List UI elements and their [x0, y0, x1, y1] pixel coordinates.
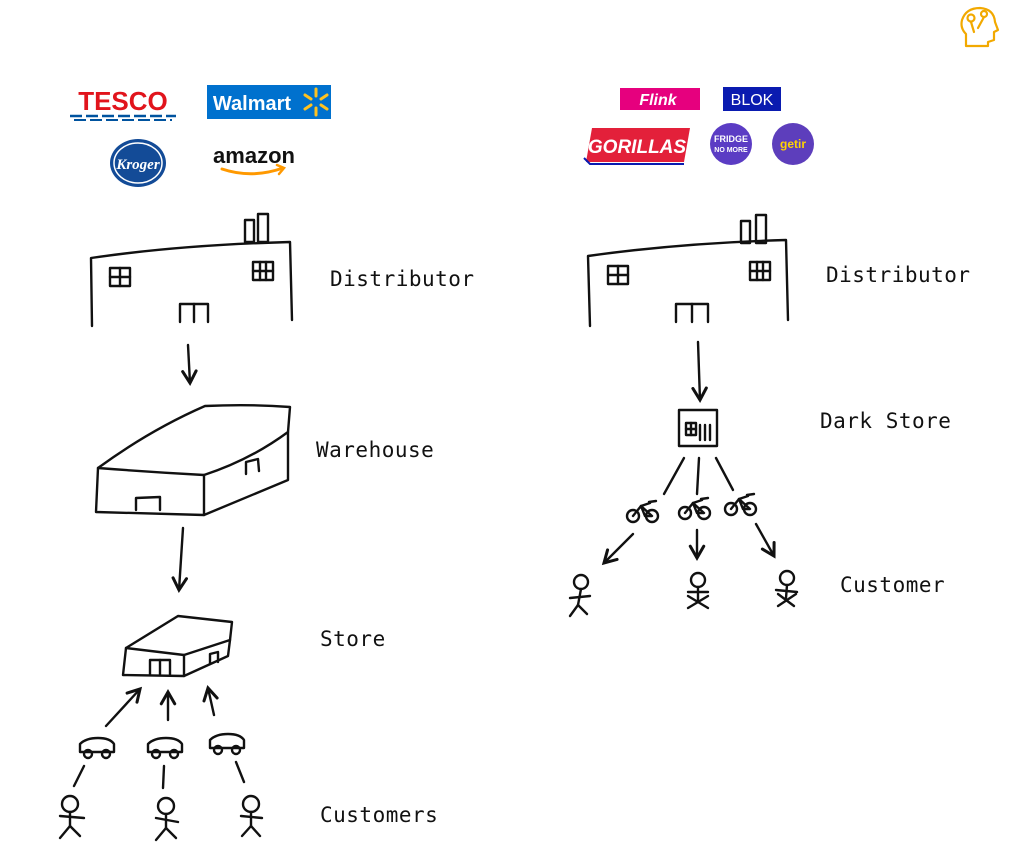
- left-arrow-warehouse-store: [171, 526, 188, 594]
- left-store-label: Store: [320, 627, 386, 651]
- person-icon: [568, 573, 592, 618]
- right-customer-label: Customer: [840, 573, 945, 597]
- left-arrow-car1-store: [104, 686, 143, 728]
- walmart-logo: Walmart: [207, 85, 331, 119]
- car-icon: [78, 736, 116, 760]
- kroger-logo-text: Kroger: [115, 157, 160, 173]
- right-arrow-distributor-darkstore: [691, 340, 708, 404]
- getir-logo: getir: [772, 123, 814, 165]
- right-distributor-label: Distributor: [826, 263, 971, 287]
- right-arrow-bike1-customer: [601, 532, 635, 566]
- right-dark-store-building: [677, 408, 719, 448]
- gorillas-logo-text: GORILLAS: [588, 137, 686, 158]
- left-arrow-car3-store: [202, 685, 219, 717]
- walmart-logo-text: Walmart: [213, 93, 292, 115]
- right-link-darkstore-bike1: [662, 456, 686, 496]
- kroger-logo: Kroger: [110, 139, 166, 187]
- amazon-logo-text: amazon: [213, 143, 295, 168]
- right-dark-store-label: Dark Store: [820, 409, 951, 433]
- person-icon: [774, 569, 799, 608]
- person-icon: [58, 794, 86, 840]
- person-icon: [154, 796, 180, 842]
- left-distributor-label: Distributor: [330, 267, 475, 291]
- tesco-logo-text: TESCO: [78, 86, 168, 116]
- gorillas-logo: GORILLAS: [583, 128, 690, 165]
- idea-head-icon: [960, 6, 1000, 48]
- blok-logo: BLOK: [723, 87, 781, 111]
- left-link-customer2-car: [161, 764, 166, 790]
- bicycle-icon: [625, 499, 660, 524]
- left-link-customer3-car: [234, 760, 246, 784]
- fridge-no-more-logo: FRIDGE NO MORE: [710, 123, 752, 165]
- car-icon: [146, 736, 184, 760]
- tesco-logo: TESCO: [60, 82, 186, 122]
- left-distributor-building: [89, 212, 294, 328]
- left-arrow-distributor-warehouse: [181, 343, 198, 387]
- flink-logo-text: Flink: [639, 92, 677, 109]
- right-distributor-building: [586, 213, 790, 328]
- person-icon: [686, 571, 710, 610]
- right-arrow-bike3-customer: [754, 522, 776, 559]
- left-warehouse-building: [94, 404, 292, 517]
- getir-logo-text: getir: [780, 137, 806, 151]
- bicycle-icon: [723, 492, 758, 517]
- bicycle-icon: [677, 496, 712, 521]
- amazon-logo: amazon: [213, 143, 295, 176]
- fridge-logo-line2: NO MORE: [714, 147, 748, 154]
- right-link-darkstore-bike3: [714, 456, 735, 492]
- left-customers-label: Customers: [320, 803, 438, 827]
- car-icon: [208, 732, 246, 756]
- walmart-spark-icon: [303, 87, 329, 117]
- left-link-customer1-car: [72, 764, 86, 788]
- flink-logo: Flink: [620, 88, 700, 110]
- left-warehouse-label: Warehouse: [316, 438, 434, 462]
- person-icon: [239, 794, 264, 838]
- blok-logo-text: BLOK: [731, 92, 774, 109]
- fridge-logo-line1: FRIDGE: [714, 134, 748, 144]
- right-link-darkstore-bike2: [695, 456, 701, 496]
- left-store-building: [121, 614, 234, 678]
